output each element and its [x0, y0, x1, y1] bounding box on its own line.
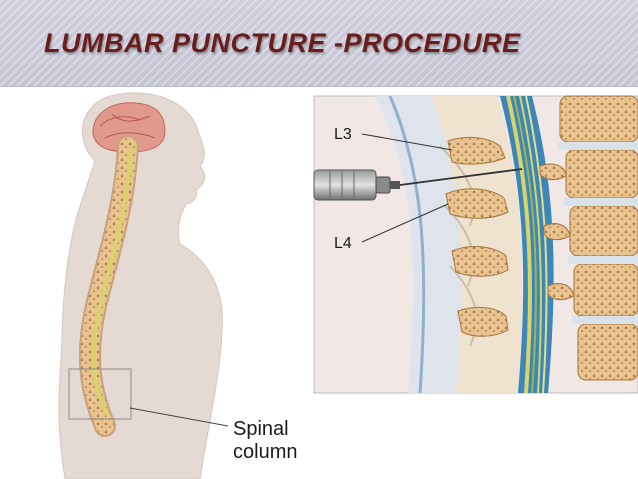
l3-pointer	[361, 133, 453, 151]
label-l4: L4	[334, 235, 352, 252]
detail-panel	[313, 95, 638, 394]
vertebra-l5-process	[451, 246, 509, 277]
caption-column: column	[233, 441, 297, 463]
zoom-region-box	[68, 368, 132, 420]
spinal-column-pointer	[129, 407, 229, 427]
label-l3: L3	[334, 126, 352, 143]
slide-header: LUMBAR PUNCTURE -PROCEDURE	[0, 0, 638, 87]
vertebra-l4-process	[445, 188, 509, 219]
needle	[399, 168, 523, 186]
lumbar-puncture-illustration: Spinal column	[58, 92, 638, 479]
syringe	[313, 168, 523, 201]
brain	[92, 102, 166, 153]
slide-title: LUMBAR PUNCTURE -PROCEDURE	[44, 28, 521, 58]
l4-pointer	[361, 203, 449, 243]
caption-spinal: Spinal	[233, 418, 289, 440]
spinal-column-left	[78, 135, 139, 437]
vertebra-l3-process	[447, 136, 506, 165]
